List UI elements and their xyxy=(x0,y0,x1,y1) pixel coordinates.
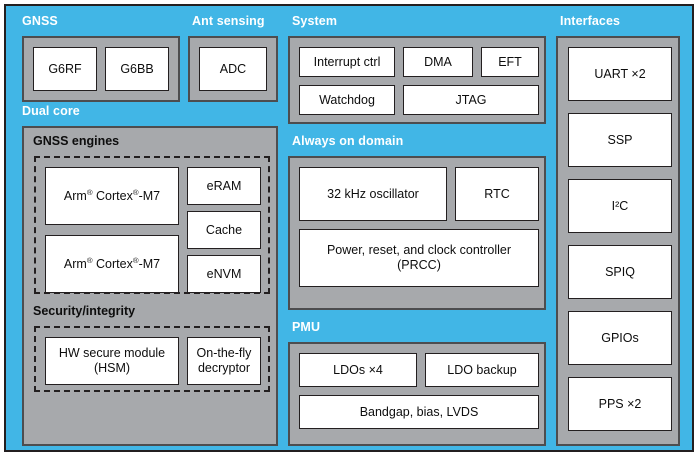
section-interfaces: Interfaces UART ×2 SSP I²C SPIQ GPIOs PP… xyxy=(552,14,688,446)
block-ldo-backup[interactable]: LDO backup xyxy=(425,353,539,387)
block-uart[interactable]: UART ×2 xyxy=(568,47,672,101)
block-ssp[interactable]: SSP xyxy=(568,113,672,167)
pmu-container: LDOs ×4 LDO backup Bandgap, bias, LVDS xyxy=(288,342,546,446)
block-cache[interactable]: Cache xyxy=(187,211,261,249)
chip-outline: GNSS G6RF G6BB Ant sensing ADC Dual core… xyxy=(4,4,694,452)
block-prcc[interactable]: Power, reset, and clock controller (PRCC… xyxy=(299,229,539,287)
block-bandgap-bias-lvds[interactable]: Bandgap, bias, LVDS xyxy=(299,395,539,429)
section-gnss-title: GNSS xyxy=(22,14,58,28)
always-on-container: 32 kHz oscillator RTC Power, reset, and … xyxy=(288,156,546,310)
security-integrity-title: Security/integrity xyxy=(33,304,136,318)
block-hw-secure-module[interactable]: HW secure module (HSM) xyxy=(45,337,179,385)
block-watchdog[interactable]: Watchdog xyxy=(299,85,395,115)
section-gnss: GNSS G6RF G6BB xyxy=(14,14,180,102)
block-g6rf[interactable]: G6RF xyxy=(33,47,97,91)
gnss-container: G6RF G6BB xyxy=(22,36,180,102)
ant-sensing-container: ADC xyxy=(188,36,278,102)
block-eram[interactable]: eRAM xyxy=(187,167,261,205)
section-pmu-title: PMU xyxy=(292,320,321,334)
block-interrupt-ctrl[interactable]: Interrupt ctrl xyxy=(299,47,395,77)
block-rtc[interactable]: RTC xyxy=(455,167,539,221)
block-pps[interactable]: PPS ×2 xyxy=(568,377,672,431)
block-adc[interactable]: ADC xyxy=(199,47,267,91)
block-envm[interactable]: eNVM xyxy=(187,255,261,293)
section-interfaces-title: Interfaces xyxy=(560,14,621,28)
block-gpios[interactable]: GPIOs xyxy=(568,311,672,365)
gnss-engines-dashed-group: Arm® Cortex®-M7 Arm® Cortex®-M7 eRAM Cac… xyxy=(34,156,270,294)
section-dual-core-title: Dual core xyxy=(22,104,80,118)
security-dashed-group: HW secure module (HSM) On-the-fly decryp… xyxy=(34,326,270,392)
system-container: Interrupt ctrl DMA EFT Watchdog JTAG xyxy=(288,36,546,124)
section-always-on-domain-title: Always on domain xyxy=(292,134,404,148)
section-dual-core: Dual core GNSS engines Arm® Cortex®-M7 A… xyxy=(14,104,278,446)
block-cortex-m7-2[interactable]: Arm® Cortex®-M7 xyxy=(45,235,179,293)
block-cortex-m7-1[interactable]: Arm® Cortex®-M7 xyxy=(45,167,179,225)
block-jtag[interactable]: JTAG xyxy=(403,85,539,115)
block-dma[interactable]: DMA xyxy=(403,47,473,77)
section-always-on-domain: Always on domain 32 kHz oscillator RTC P… xyxy=(284,134,546,310)
section-ant-sensing: Ant sensing ADC xyxy=(184,14,278,102)
interfaces-container: UART ×2 SSP I²C SPIQ GPIOs PPS ×2 xyxy=(556,36,680,446)
section-system-title: System xyxy=(292,14,338,28)
dual-core-container: GNSS engines Arm® Cortex®-M7 Arm® Cortex… xyxy=(22,126,278,446)
block-spiq[interactable]: SPIQ xyxy=(568,245,672,299)
block-g6bb[interactable]: G6BB xyxy=(105,47,169,91)
block-on-the-fly-decryptor[interactable]: On-the-fly decryptor xyxy=(187,337,261,385)
block-eft[interactable]: EFT xyxy=(481,47,539,77)
block-32khz-oscillator[interactable]: 32 kHz oscillator xyxy=(299,167,447,221)
cortex-m7-1-label: Arm® Cortex®-M7 xyxy=(63,187,161,203)
section-ant-sensing-title: Ant sensing xyxy=(192,14,265,28)
cortex-m7-2-label: Arm® Cortex®-M7 xyxy=(63,255,161,271)
section-system: System Interrupt ctrl DMA EFT Watchdog J… xyxy=(284,14,546,124)
section-pmu: PMU LDOs ×4 LDO backup Bandgap, bias, LV… xyxy=(284,320,546,446)
gnss-engines-title: GNSS engines xyxy=(33,134,120,148)
block-i2c[interactable]: I²C xyxy=(568,179,672,233)
block-ldos[interactable]: LDOs ×4 xyxy=(299,353,417,387)
